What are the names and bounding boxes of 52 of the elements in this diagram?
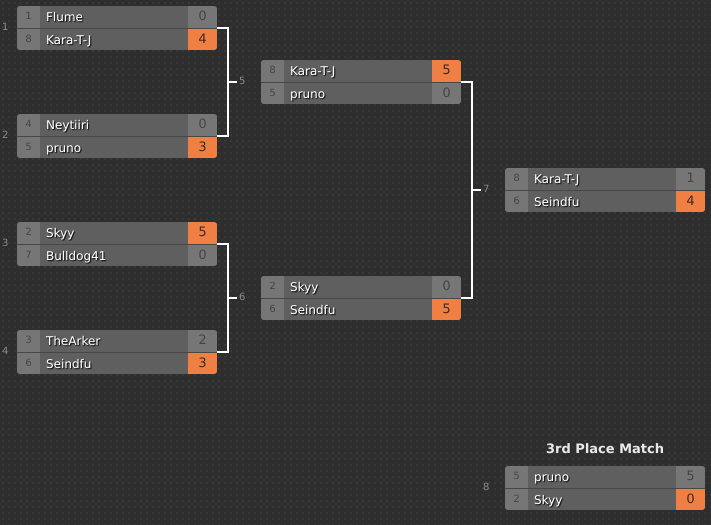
player-name: Kara-T-J xyxy=(289,63,336,80)
player-row xyxy=(17,352,217,374)
player-name: Flume xyxy=(45,9,84,26)
player-row xyxy=(17,28,217,50)
score: 5 xyxy=(432,299,461,320)
score: 4 xyxy=(676,191,705,212)
player-row xyxy=(505,466,705,488)
score: 3 xyxy=(188,353,217,374)
score: 5 xyxy=(432,60,461,82)
player-name: pruno xyxy=(289,86,326,103)
player-row xyxy=(17,6,217,28)
match-number: 5 xyxy=(239,76,246,88)
player-name: Skyy xyxy=(45,225,76,242)
player-row xyxy=(505,168,705,190)
score: 4 xyxy=(188,29,217,50)
match-number: 3 xyxy=(2,238,8,250)
player-name: Skyy xyxy=(533,492,564,509)
player-row xyxy=(261,276,461,298)
player-name: Bulldog41 xyxy=(45,248,108,265)
section-heading: 3rd Place Match xyxy=(546,442,664,457)
player-row xyxy=(17,330,217,352)
player-row xyxy=(261,298,461,320)
player-row xyxy=(261,60,461,82)
match-number: 2 xyxy=(2,130,8,142)
player-row xyxy=(17,222,217,244)
player-name: Seindfu xyxy=(289,302,336,319)
player-name: pruno xyxy=(533,469,570,486)
bracket-line xyxy=(461,189,481,299)
player-name: pruno xyxy=(45,140,82,157)
player-row xyxy=(261,82,461,104)
match-number: 7 xyxy=(483,184,490,196)
bracket-line xyxy=(217,297,237,353)
bracket-line xyxy=(217,81,237,137)
player-name: Seindfu xyxy=(45,356,92,373)
player-row xyxy=(505,488,705,510)
player-name: Kara-T-J xyxy=(45,32,92,49)
player-name: TheArker xyxy=(45,333,102,350)
player-row xyxy=(505,190,705,212)
player-name: Neytiiri xyxy=(45,117,90,134)
match-number: 6 xyxy=(239,292,246,304)
player-row xyxy=(17,136,217,158)
score: 5 xyxy=(188,222,217,244)
player-name: Kara-T-J xyxy=(533,171,580,188)
match-number: 4 xyxy=(2,346,8,358)
player-row xyxy=(17,114,217,136)
match-number: 8 xyxy=(483,482,490,494)
player-name: Skyy xyxy=(289,279,320,296)
player-name: Seindfu xyxy=(533,194,580,211)
score: 0 xyxy=(676,489,705,510)
score: 3 xyxy=(188,137,217,158)
player-row xyxy=(17,244,217,266)
match-number: 1 xyxy=(2,22,8,34)
